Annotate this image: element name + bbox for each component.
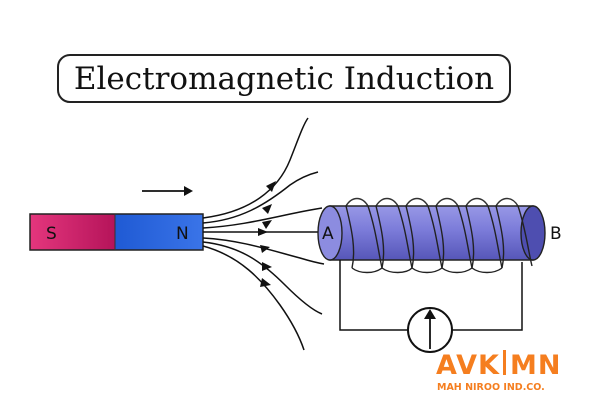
title-box: Electromagnetic Induction [57, 54, 511, 103]
coil-end-a-label: A [322, 224, 334, 244]
galvanometer-icon [407, 307, 453, 353]
arrow-right-icon [142, 186, 193, 196]
bar-magnet: S N [29, 213, 204, 251]
logo-right-text: MN [510, 350, 561, 381]
magnetic-field-lines [202, 117, 325, 351]
coil-end-b-label: B [550, 224, 562, 244]
watermark-logo: AVK MN MAH NIROO IND.CO. [436, 350, 561, 393]
north-pole-label: N [176, 224, 189, 244]
magnet-north-pole [115, 214, 203, 250]
coil-back-windings [345, 197, 519, 207]
circuit-wires [339, 260, 523, 331]
magnet-south-pole [30, 214, 115, 250]
logo-subtitle: MAH NIROO IND.CO. [437, 382, 545, 393]
south-pole-label: S [46, 224, 57, 244]
field-direction-arrows [258, 181, 276, 287]
page-title: Electromagnetic Induction [74, 61, 494, 97]
coil-windings [345, 205, 533, 274]
logo-left-text: AVK [436, 350, 500, 381]
solenoid-tube [317, 205, 546, 261]
